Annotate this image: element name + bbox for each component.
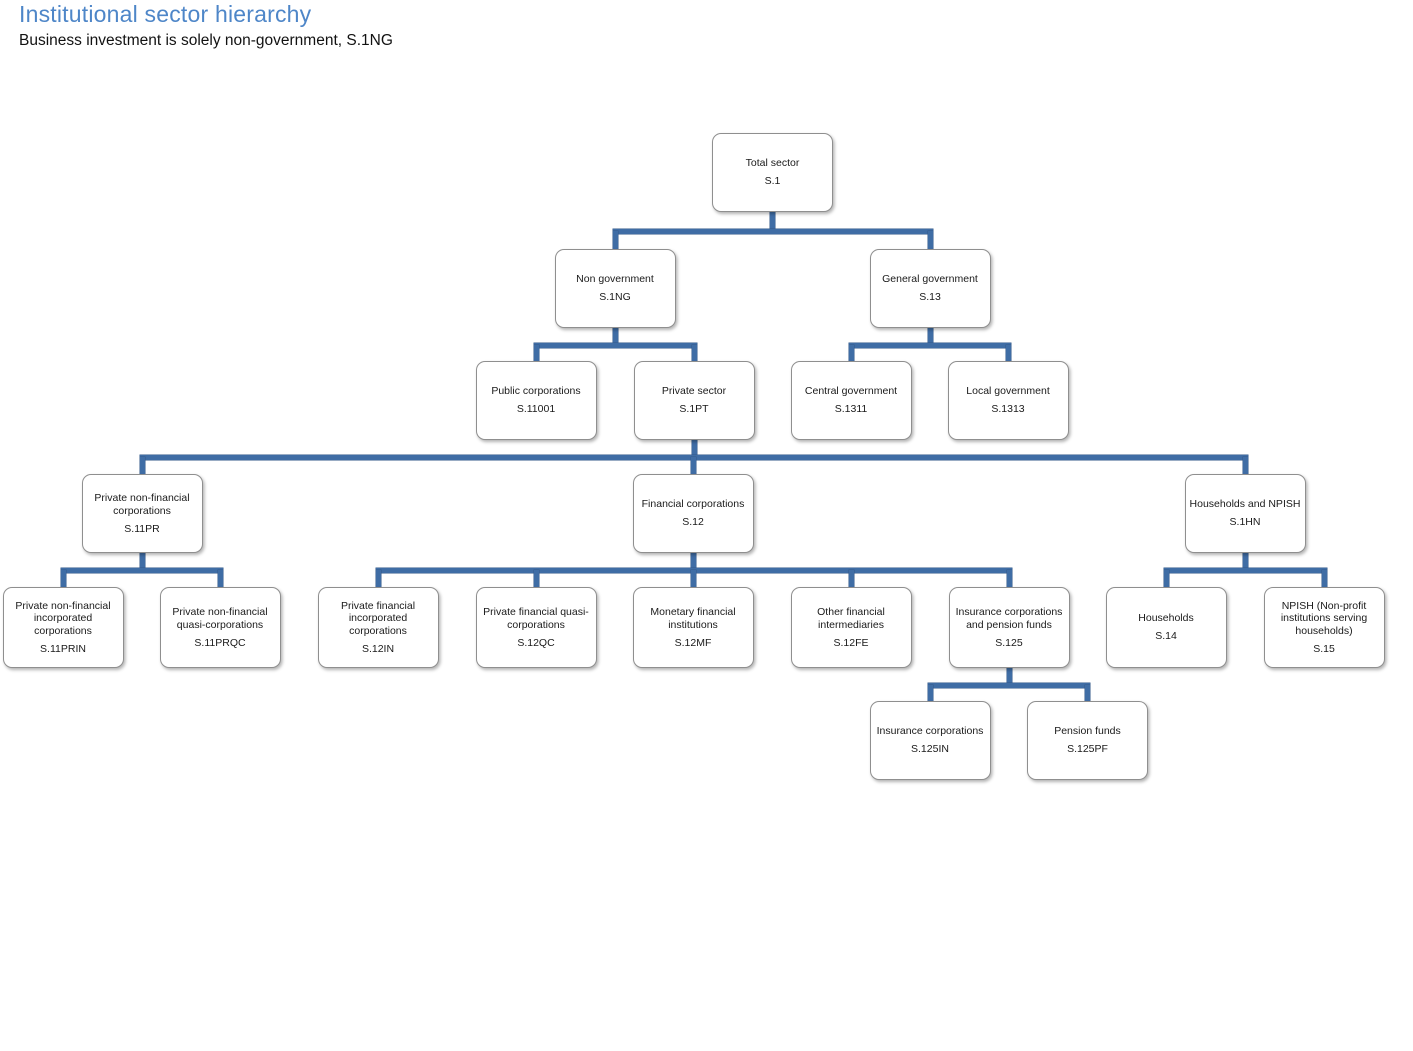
node-label: Non government bbox=[576, 273, 654, 286]
connector-line bbox=[691, 439, 697, 460]
org-node-s1hn: Households and NPISH S.1HN bbox=[1184, 474, 1306, 553]
node-code: S.14 bbox=[1155, 630, 1177, 643]
node-label: Private financial incorporated corporati… bbox=[340, 599, 416, 638]
node-code: S.125IN bbox=[911, 743, 949, 756]
connector-line bbox=[927, 682, 1090, 688]
node-code: S.15 bbox=[1313, 642, 1335, 655]
connector-line bbox=[1163, 570, 1169, 588]
org-node-s12in: Private financial incorporated corporati… bbox=[317, 587, 439, 668]
node-code: S.13 bbox=[919, 291, 941, 304]
node-label: Private non-financial incorporated corpo… bbox=[15, 599, 111, 638]
node-code: S.1 bbox=[764, 175, 781, 188]
node-label: Insurance corporations bbox=[876, 725, 984, 738]
connector-line bbox=[691, 345, 697, 362]
node-label: Public corporations bbox=[491, 385, 581, 398]
connector-line bbox=[690, 457, 696, 475]
connector-line bbox=[533, 570, 539, 588]
node-label: Households bbox=[1138, 612, 1194, 625]
connector-line bbox=[533, 342, 697, 348]
org-node-s125: Insurance corporations and pension funds… bbox=[948, 587, 1070, 668]
node-code: S.12FE bbox=[833, 636, 869, 649]
connector-line bbox=[1242, 552, 1248, 573]
node-label: Financial corporations bbox=[641, 498, 745, 511]
connector-line bbox=[1006, 570, 1012, 588]
connector-line bbox=[612, 231, 618, 250]
node-code: S.11001 bbox=[516, 403, 556, 416]
page-subtitle: Business investment is solely non-govern… bbox=[19, 32, 393, 49]
connector-line bbox=[139, 457, 145, 475]
connector-line bbox=[1006, 667, 1012, 688]
connector-line bbox=[770, 211, 775, 234]
node-code: S.125PF bbox=[1067, 743, 1108, 756]
connector-line bbox=[927, 231, 933, 250]
connector-line bbox=[1005, 345, 1011, 362]
node-label: Private sector bbox=[661, 385, 727, 398]
node-label: Households and NPISH bbox=[1189, 498, 1301, 511]
node-code: S.125 bbox=[995, 636, 1023, 649]
node-code: S.1PT bbox=[679, 403, 709, 416]
org-node-s11prqc: Private non-financial quasi-corporations… bbox=[159, 587, 281, 668]
page-title: Institutional sector hierarchy bbox=[19, 1, 312, 27]
node-label: Insurance corporations and pension funds bbox=[955, 605, 1063, 631]
connector-line bbox=[139, 552, 145, 573]
node-label: Central government bbox=[804, 385, 898, 398]
node-label: Other financial intermediaries bbox=[817, 605, 885, 631]
node-code: S.12 bbox=[682, 516, 704, 529]
node-code: S.11PRIN bbox=[40, 642, 86, 655]
connector-line bbox=[690, 552, 696, 573]
node-label: Private non-financial quasi-corporations bbox=[172, 605, 268, 631]
node-label: Private financial quasi-corporations bbox=[483, 605, 589, 631]
node-label: Monetary financial institutions bbox=[650, 605, 736, 631]
connector-line bbox=[1085, 685, 1090, 702]
connector-line bbox=[848, 570, 854, 588]
node-code: S.1311 bbox=[834, 403, 868, 416]
connector-line bbox=[533, 345, 539, 362]
connector-line bbox=[848, 342, 1011, 348]
connector-line bbox=[60, 567, 223, 573]
node-label: Total sector bbox=[745, 157, 800, 170]
org-node-s11prin: Private non-financial incorporated corpo… bbox=[2, 587, 124, 668]
node-label: Pension funds bbox=[1054, 725, 1121, 738]
node-label: NPISH (Non-profit institutions serving h… bbox=[1280, 599, 1368, 638]
node-code: S.12QC bbox=[517, 636, 555, 649]
connector-line bbox=[612, 228, 933, 234]
node-code: S.12MF bbox=[674, 636, 712, 649]
connector-line bbox=[375, 570, 381, 588]
org-node-s15: NPISH (Non-profit institutions serving h… bbox=[1263, 587, 1385, 668]
connector-line bbox=[217, 570, 223, 588]
node-code: S.12IN bbox=[361, 642, 395, 655]
connector-line bbox=[60, 570, 66, 588]
node-label: Local government bbox=[966, 385, 1050, 398]
connector-line bbox=[1321, 570, 1327, 588]
node-code: S.11PRQC bbox=[194, 636, 246, 649]
connector-line bbox=[927, 685, 933, 702]
connector-line bbox=[1242, 457, 1248, 475]
connector-line bbox=[848, 345, 854, 362]
connector-line bbox=[612, 327, 618, 348]
connector-line bbox=[1163, 567, 1327, 573]
node-code: S.11PR bbox=[124, 522, 160, 535]
node-code: S.1NG bbox=[599, 291, 631, 304]
node-label: General government bbox=[882, 273, 978, 286]
connector-line bbox=[927, 327, 933, 348]
node-code: S.1313 bbox=[991, 403, 1025, 416]
node-label: Private non-financial corporations bbox=[94, 491, 190, 517]
node-code: S.1HN bbox=[1229, 516, 1261, 529]
connector-line bbox=[690, 570, 696, 588]
